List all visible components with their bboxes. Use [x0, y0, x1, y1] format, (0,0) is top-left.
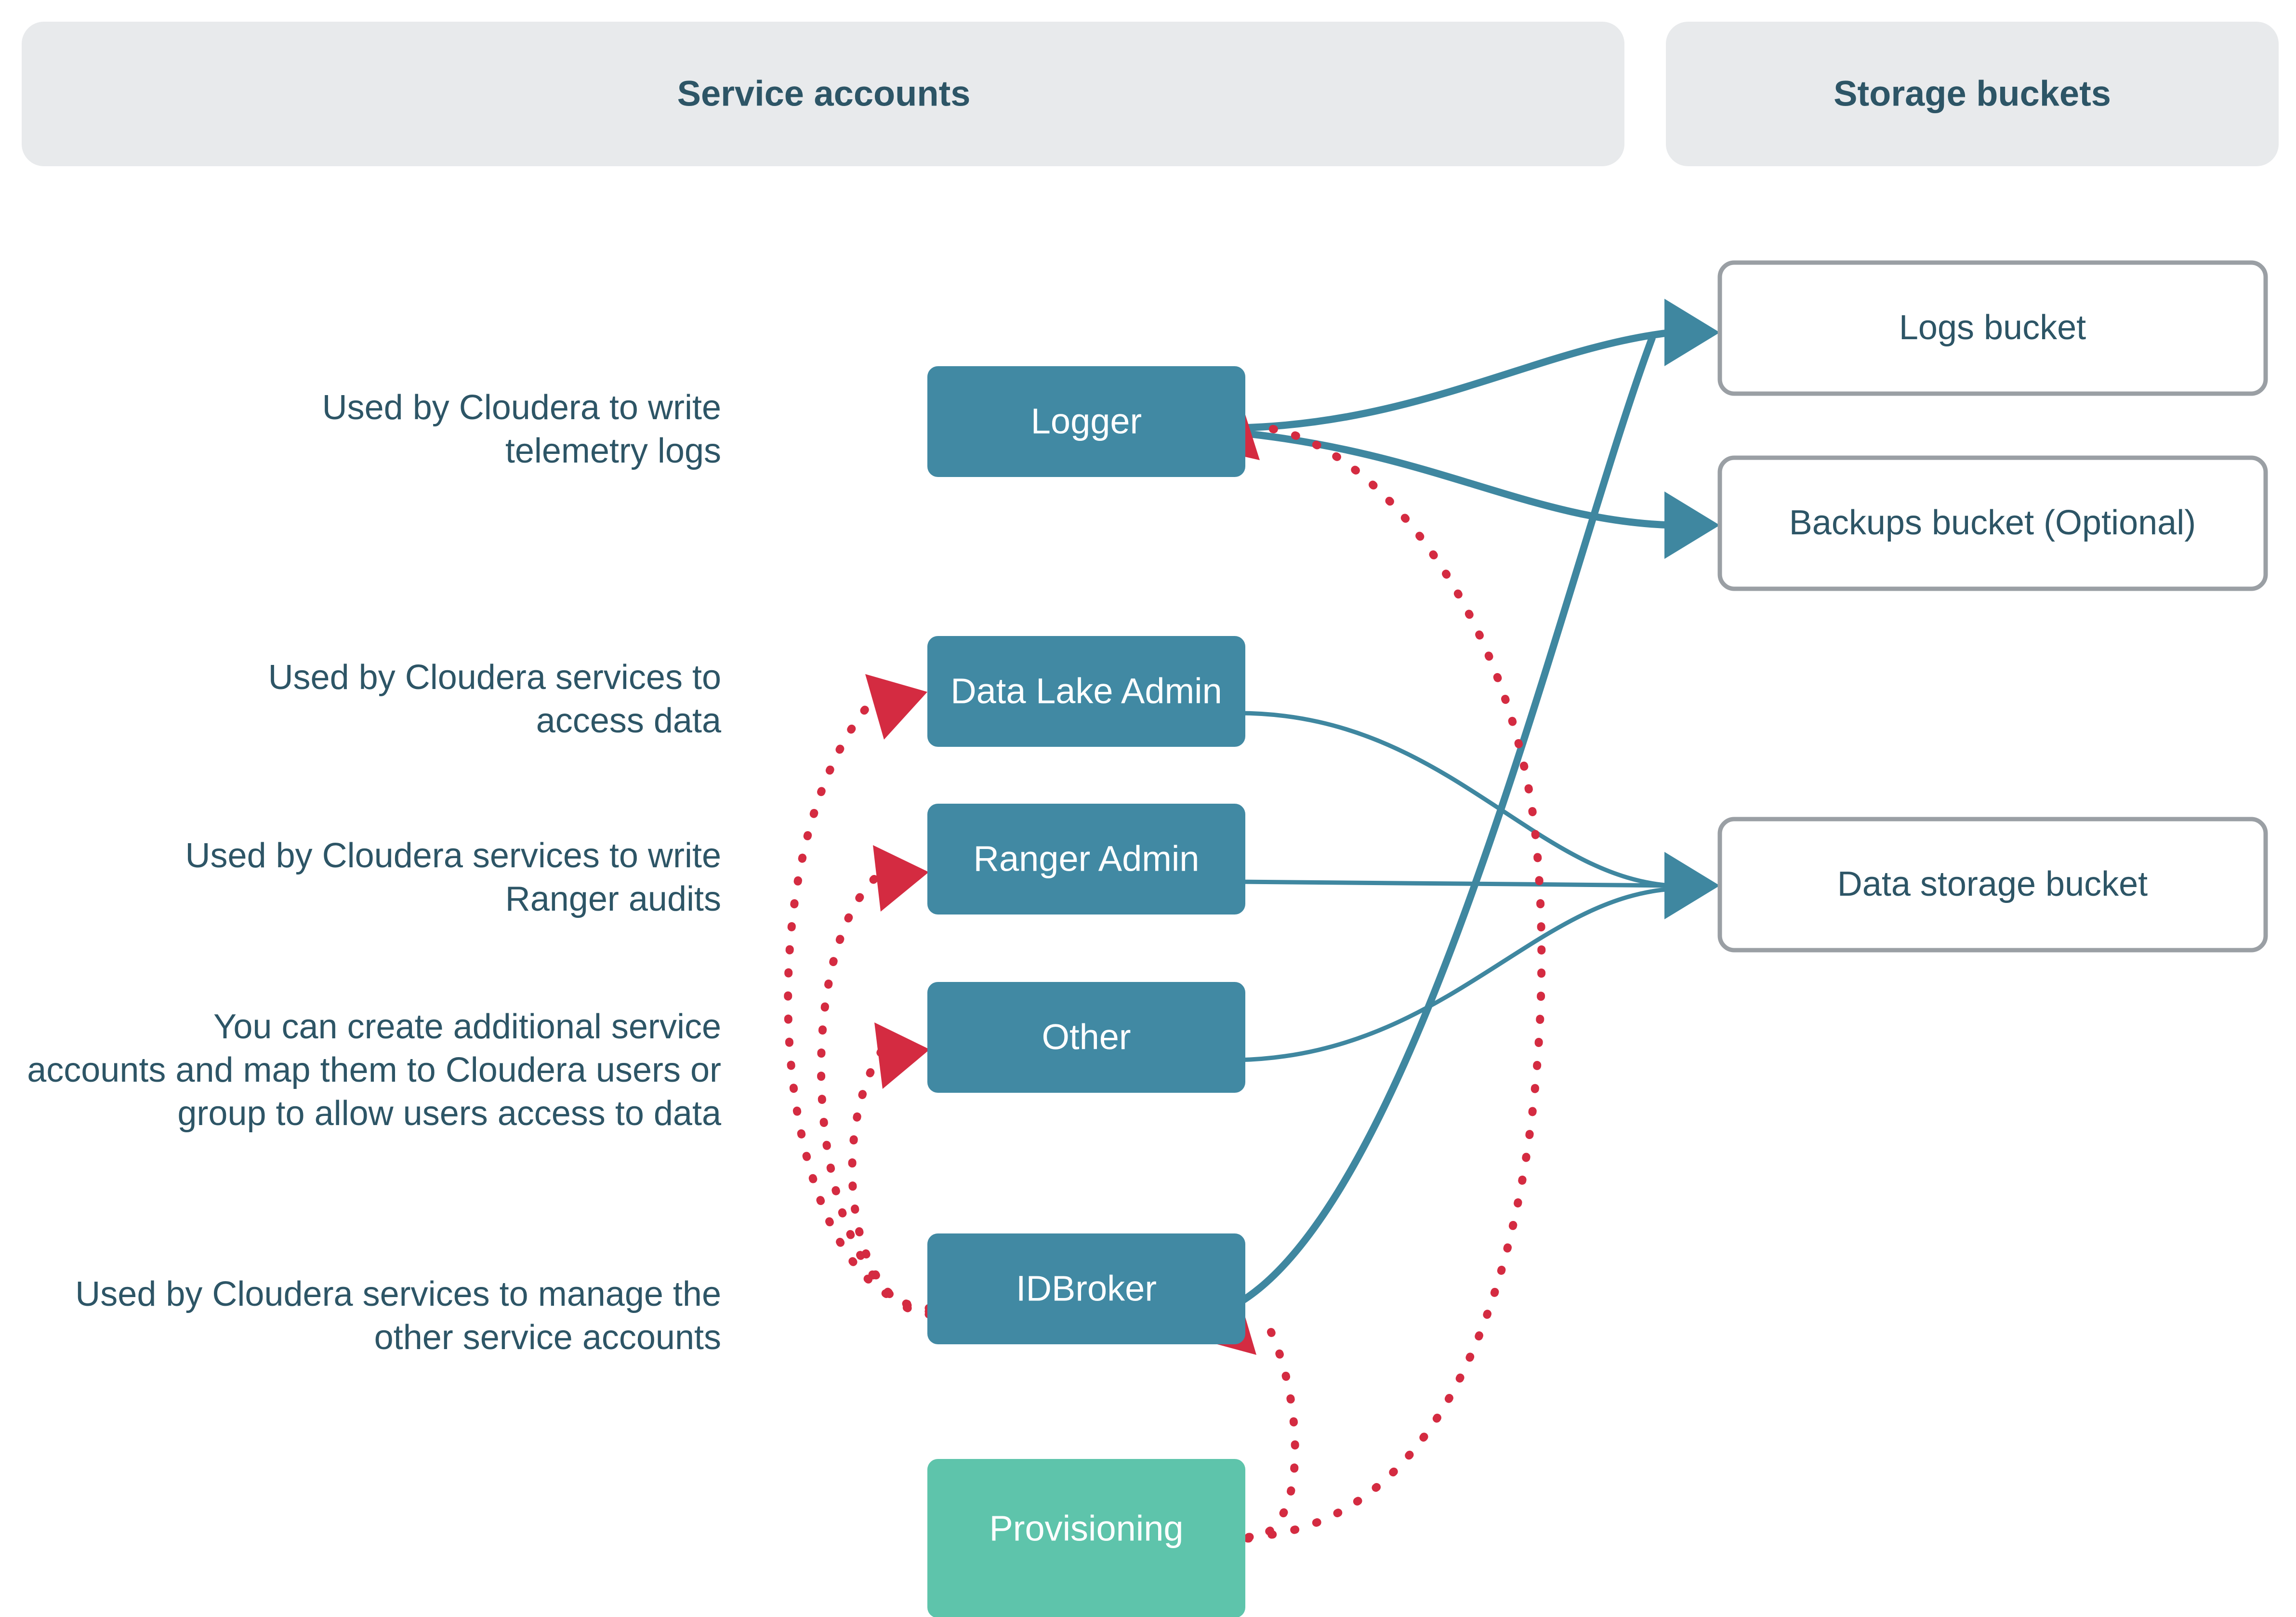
service-account-logger-label: Logger — [1031, 401, 1142, 441]
storage-bucket-data-label: Data storage bucket — [1837, 865, 2148, 903]
note-idbroker: Used by Cloudera services to manage the … — [75, 1275, 721, 1357]
edge-idbroker-to-other — [848, 1022, 934, 1319]
storage-buckets-panel-bg — [1666, 22, 2279, 166]
note-other-line-1: You can create additional service — [213, 1007, 721, 1046]
service-account-datalake-box[interactable] — [927, 636, 1245, 747]
edge-provisioning-to-logger — [1207, 407, 1546, 1541]
note-datalake-line-2: access data — [536, 702, 722, 740]
service-accounts-panel-bg — [22, 22, 1624, 166]
storage-bucket-logs-box[interactable] — [1717, 260, 2268, 396]
note-datalake-line-1: Used by Cloudera services to — [268, 658, 721, 697]
edge-ranger-to-data-bucket — [1238, 879, 1672, 888]
note-ranger-line-1: Used by Cloudera services to write — [185, 836, 721, 875]
service-account-other-box[interactable] — [927, 982, 1245, 1093]
service-account-datalake-label: Data Lake Admin — [950, 671, 1222, 711]
note-logger-line-1: Used by Cloudera to write — [322, 388, 721, 427]
storage-bucket-backups-label: Backups bucket (Optional) — [1789, 504, 2196, 542]
arrow-head-ranger-from-idbroker — [873, 845, 929, 912]
arrow-head-backups-bucket-from-logger — [1664, 491, 1720, 559]
service-account-logger-box[interactable] — [927, 366, 1245, 477]
header-panel-storage-buckets: Storage buckets — [1666, 22, 2279, 166]
service-account-other-label: Other — [1042, 1017, 1131, 1057]
storage-bucket-data-box[interactable] — [1717, 817, 2268, 953]
edge-other-to-data-bucket — [1238, 887, 1672, 1062]
service-account-provisioning-box[interactable] — [927, 1459, 1245, 1617]
service-account-other[interactable]: Other — [927, 982, 1245, 1093]
service-account-ranger[interactable]: Ranger Admin — [927, 804, 1245, 915]
edge-logger-to-backups-bucket — [1238, 429, 1720, 559]
note-ranger: Used by Cloudera services to write Range… — [185, 836, 721, 918]
storage-buckets-title: Storage buckets — [1834, 74, 2111, 114]
storage-bucket-backups-box[interactable] — [1717, 455, 2268, 591]
service-account-idbroker-label: IDBroker — [1016, 1269, 1157, 1309]
header-panel-service-accounts: Service accounts — [22, 22, 1624, 166]
note-other-line-2: accounts and map them to Cloudera users … — [27, 1051, 721, 1089]
service-account-ranger-box[interactable] — [927, 804, 1245, 915]
note-logger: Used by Cloudera to write telemetry logs — [322, 388, 721, 470]
service-account-datalake[interactable]: Data Lake Admin — [927, 636, 1245, 747]
service-account-ranger-label: Ranger Admin — [974, 839, 1200, 879]
note-logger-line-2: telemetry logs — [505, 432, 721, 470]
service-account-provisioning-label: Provisioning — [989, 1509, 1183, 1549]
service-account-idbroker-box[interactable] — [927, 1233, 1245, 1344]
service-account-logger[interactable]: Logger — [927, 366, 1245, 477]
edge-logger-to-logs-bucket — [1238, 299, 1720, 432]
note-ranger-line-2: Ranger audits — [505, 880, 721, 918]
arrow-head-data-bucket-from-datalake — [1664, 852, 1720, 919]
note-other-line-3: group to allow users access to data — [177, 1094, 722, 1133]
arrow-head-datalake-from-idbroker — [865, 674, 927, 740]
storage-bucket-data[interactable]: Data storage bucket — [1717, 817, 2268, 953]
note-idbroker-line-2: other service accounts — [374, 1318, 721, 1357]
storage-bucket-backups[interactable]: Backups bucket (Optional) — [1717, 455, 2268, 591]
edge-idbroker-to-ranger — [817, 845, 934, 1316]
service-account-provisioning[interactable]: Provisioning — [927, 1459, 1245, 1617]
edge-idbroker-to-logs-bucket — [1236, 336, 1656, 1307]
arrow-head-other-from-idbroker — [874, 1022, 930, 1089]
note-other: You can create additional service accoun… — [27, 1007, 722, 1133]
storage-bucket-logs[interactable]: Logs bucket — [1717, 260, 2268, 396]
note-idbroker-line-1: Used by Cloudera services to manage the — [75, 1275, 721, 1313]
storage-bucket-logs-label: Logs bucket — [1899, 308, 2086, 347]
service-accounts-title: Service accounts — [677, 74, 971, 114]
arrow-head-logs-bucket-from-logger — [1664, 299, 1720, 366]
edge-datalake-to-data-bucket — [1238, 711, 1720, 919]
note-datalake: Used by Cloudera services to access data — [268, 658, 722, 740]
service-account-idbroker[interactable]: IDBroker — [927, 1233, 1245, 1344]
edge-idbroker-to-datalake — [784, 674, 934, 1312]
